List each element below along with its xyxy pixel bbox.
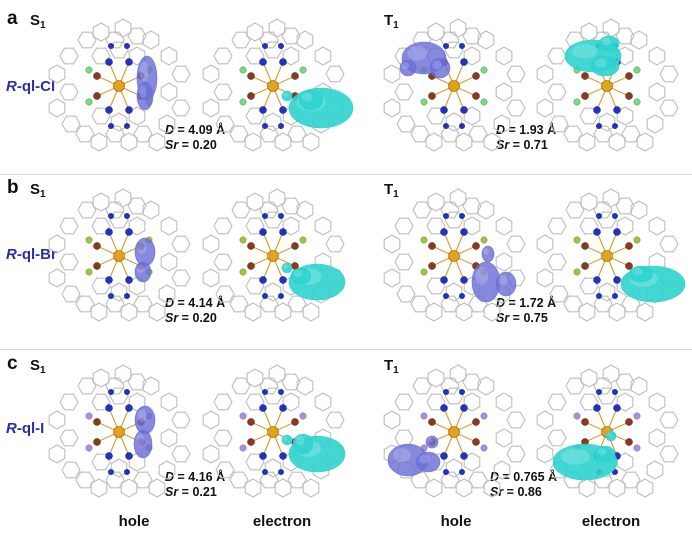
compound-label-a: R-ql-Cl bbox=[6, 78, 56, 95]
column-label-electron-1: electron bbox=[252, 513, 312, 530]
state-label-a-left: S1 bbox=[30, 12, 46, 31]
panel-separator bbox=[0, 349, 692, 350]
molecule-c-t1-hole bbox=[383, 364, 526, 498]
column-label-hole-1: hole bbox=[118, 513, 150, 530]
molecule-a-t1-hole bbox=[383, 18, 526, 152]
molecule-b-t1-electron bbox=[536, 188, 686, 322]
compound-label-c: R-ql-I bbox=[6, 420, 45, 437]
molecule-b-t1-hole bbox=[383, 188, 526, 322]
panel-letter-c: c bbox=[7, 353, 18, 374]
molecule-c-s1-electron bbox=[202, 364, 346, 498]
state-label-b-left: S1 bbox=[30, 181, 46, 200]
column-label-hole-2: hole bbox=[440, 513, 472, 530]
molecule-b-s1-hole bbox=[48, 188, 191, 322]
molecule-a-s1-electron bbox=[202, 18, 354, 152]
compound-label-b: R-ql-Br bbox=[6, 246, 57, 263]
panel-letter-b: b bbox=[7, 177, 19, 198]
molecule-c-s1-hole bbox=[48, 364, 191, 498]
molecule-a-t1-electron bbox=[536, 18, 679, 152]
molecule-b-s1-electron bbox=[202, 188, 346, 322]
state-label-b-right: T1 bbox=[384, 181, 399, 200]
panel-separator bbox=[0, 174, 692, 175]
state-label-a-right: T1 bbox=[384, 12, 399, 31]
panel-letter-a: a bbox=[7, 8, 18, 29]
state-label-c-left: S1 bbox=[30, 357, 46, 376]
state-label-c-right: T1 bbox=[384, 357, 399, 376]
molecule-a-s1-hole bbox=[48, 18, 191, 152]
column-label-electron-2: electron bbox=[581, 513, 641, 530]
molecule-c-t1-electron bbox=[536, 364, 679, 498]
